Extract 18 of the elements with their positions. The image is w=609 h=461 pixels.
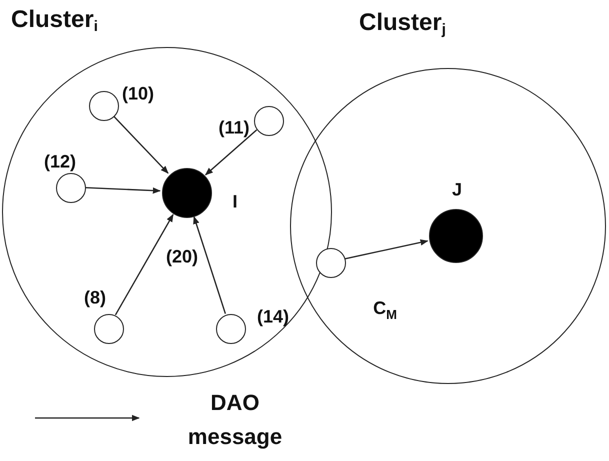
node-label: (8) [84,288,106,308]
arrow [193,216,226,314]
arrow [114,214,174,316]
legend-label: DAO message [186,389,284,451]
node-label: J [452,180,462,200]
arrow [344,239,428,260]
node-label: I [232,192,238,212]
node-label: (12) [44,152,76,172]
arrow [84,187,161,194]
cluster-title: Cluster$_{i}$ [11,6,98,35]
arrow [112,115,169,174]
node-label: (20) [166,246,198,268]
arrow [204,129,258,176]
cluster-title: Cluster$_{j}$ [359,9,446,38]
node-label: C$_{M}$ [373,298,397,322]
node-label: (14) [257,306,289,328]
node-label: (10) [122,84,154,104]
node-label: (11) [218,118,250,138]
